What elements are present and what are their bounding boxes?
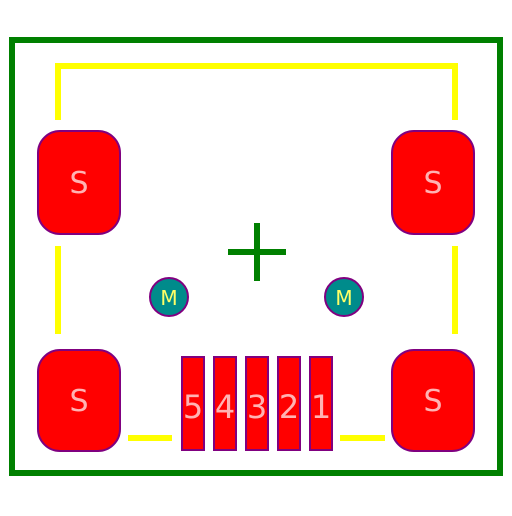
hole-label: M: [335, 286, 352, 310]
hole-label: M: [160, 286, 177, 310]
pad-shape: [391, 130, 475, 235]
pad-label: 1: [311, 388, 331, 426]
pad-label: 3: [247, 388, 267, 426]
hole-shape: [324, 277, 364, 317]
pad-shape: [213, 356, 237, 451]
signal-pad-5: 5: [181, 356, 205, 451]
signal-pad-2: 2: [277, 356, 301, 451]
shield-pad-bottom-right: S: [391, 349, 475, 452]
pad-label: 4: [215, 388, 235, 426]
pad-label: 2: [279, 388, 299, 426]
pad-label: S: [423, 166, 442, 201]
pad-label: 5: [183, 388, 203, 426]
crosshair-plus-icon: [228, 223, 286, 281]
shield-pad-bottom-left: S: [37, 349, 121, 452]
signal-pads: 5 4 3 2 1: [181, 356, 333, 451]
mounting-holes: M M: [149, 277, 364, 317]
pad-shape: [181, 356, 205, 451]
shield-pad-top-left: S: [37, 130, 121, 235]
pad-shape: [309, 356, 333, 451]
silkscreen-outline: [55, 63, 458, 441]
mounting-hole-right: M: [324, 277, 364, 317]
pad-shape: [277, 356, 301, 451]
pad-label: S: [69, 384, 88, 419]
silkscreen-top-bracket: [55, 63, 458, 120]
shield-pads: S S S S: [37, 130, 475, 452]
board-outline: [9, 37, 503, 476]
pad-shape: [391, 349, 475, 452]
pad-shape: [245, 356, 269, 451]
signal-pad-3: 3: [245, 356, 269, 451]
pad-shape: [37, 349, 121, 452]
shield-pad-top-right: S: [391, 130, 475, 235]
hole-shape: [149, 277, 189, 317]
pad-label: S: [423, 384, 442, 419]
signal-pad-1: 1: [309, 356, 333, 451]
signal-pad-4: 4: [213, 356, 237, 451]
pad-shape: [37, 130, 121, 235]
pad-label: S: [69, 166, 88, 201]
mounting-hole-left: M: [149, 277, 189, 317]
